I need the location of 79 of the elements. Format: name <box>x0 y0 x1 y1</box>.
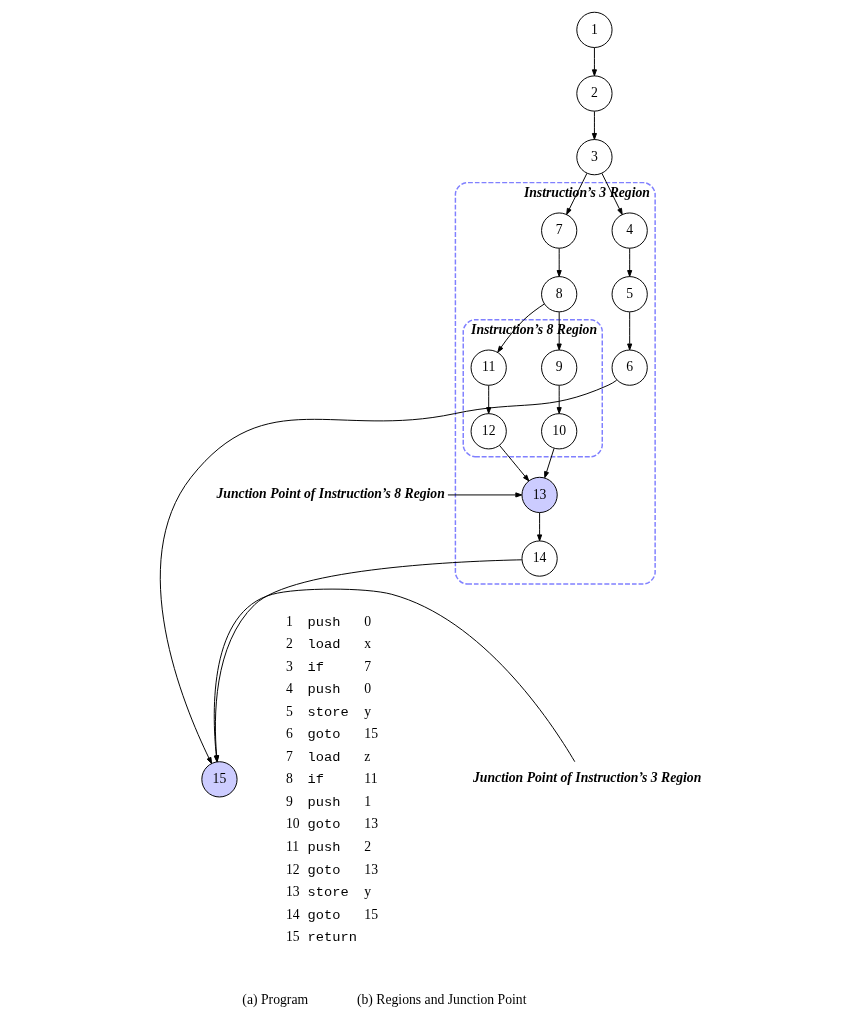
label: 4 <box>285 681 293 697</box>
label: goto <box>307 907 340 923</box>
label: store <box>307 704 349 720</box>
arrow <box>626 311 632 351</box>
label: 7 <box>285 748 293 764</box>
arrow <box>626 247 632 277</box>
label: 2 <box>285 636 293 652</box>
label: push <box>307 614 340 630</box>
label: push <box>307 794 340 810</box>
node-circle: 14 <box>521 540 558 577</box>
node-circle: 11 <box>470 349 507 386</box>
node-circle: 7 <box>540 212 577 249</box>
label: y <box>363 884 371 900</box>
label: 13 <box>285 884 300 900</box>
label: (a) Program <box>241 991 308 1007</box>
label: load <box>307 637 340 653</box>
node-circle: 6 <box>611 349 648 386</box>
label: 8 <box>285 771 293 787</box>
label: 2 <box>363 839 371 855</box>
label: 1 <box>285 613 293 629</box>
arrow <box>485 385 491 414</box>
label: 3 <box>285 658 293 674</box>
label: (b) Regions and Junction Point <box>356 991 526 1007</box>
node-circle: 5 <box>611 276 648 313</box>
arrow <box>556 247 562 277</box>
label: load <box>307 749 340 765</box>
label: push <box>307 682 340 698</box>
node-circle: 15 <box>200 761 238 798</box>
node-circle: 1 <box>575 11 613 48</box>
label: 10 <box>285 816 300 832</box>
label: if <box>307 659 324 675</box>
label: 15 <box>285 929 300 945</box>
arrow <box>591 47 597 77</box>
arrow <box>498 444 529 482</box>
node-text: Junction Point of Instruction’s 3 Region <box>472 769 701 785</box>
label: 1 <box>363 793 371 809</box>
arrow <box>591 110 597 140</box>
node-circle: 8 <box>540 276 577 313</box>
label: 11 <box>363 771 378 787</box>
arrow <box>556 385 562 414</box>
node-circle: 3 <box>575 139 613 176</box>
label: 0 <box>363 613 371 629</box>
arrow <box>536 512 542 542</box>
label: goto <box>307 817 340 833</box>
node-circle: 9 <box>540 349 577 386</box>
label: 0 <box>363 681 371 697</box>
label: 9 <box>285 793 293 809</box>
node-circle: 10 <box>540 413 577 450</box>
label: 6 <box>285 726 293 742</box>
arrow <box>496 303 545 353</box>
node-circle: 12 <box>470 413 507 450</box>
label: 15 <box>363 726 378 742</box>
label: y <box>363 703 371 719</box>
node-circle: 4 <box>611 212 648 249</box>
label: store <box>307 885 349 901</box>
label: 13 <box>363 861 378 877</box>
label: 12 <box>285 861 300 877</box>
label: z <box>363 748 370 764</box>
label: 7 <box>363 658 371 674</box>
label: push <box>307 840 340 856</box>
label: if <box>307 772 324 788</box>
arrow <box>565 172 587 215</box>
label: x <box>363 636 371 652</box>
arrow <box>600 172 623 215</box>
arrow <box>446 492 522 498</box>
label: 13 <box>363 816 378 832</box>
arrow <box>159 379 617 764</box>
label: 5 <box>285 703 293 719</box>
node-text: Junction Point of Instruction’s 8 Region <box>216 485 445 501</box>
label: goto <box>307 862 340 878</box>
node-circle: 2 <box>575 75 613 112</box>
arrow <box>213 559 522 763</box>
label: 15 <box>363 906 378 922</box>
arrow <box>543 448 555 479</box>
label: goto <box>307 727 340 743</box>
label: return <box>307 930 357 946</box>
label: 11 <box>285 839 299 855</box>
label: 14 <box>285 906 300 922</box>
arrow <box>213 588 575 763</box>
